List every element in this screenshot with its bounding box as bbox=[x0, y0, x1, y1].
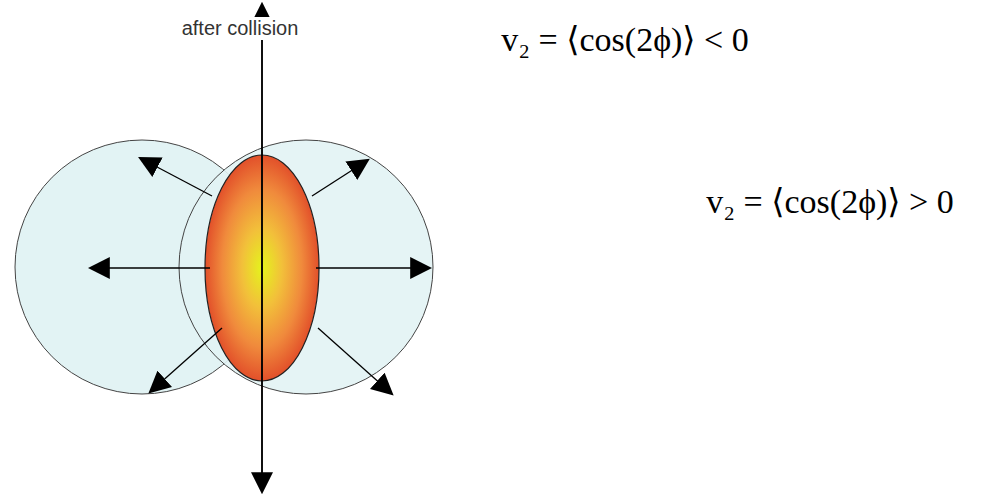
flow-arrows bbox=[90, 158, 430, 394]
formula-label: v₂ = ⟨cos(2ϕ)⟩ > 0 bbox=[703, 182, 957, 221]
nucleus-right bbox=[179, 140, 433, 394]
axis-down bbox=[261, 10, 263, 492]
formula-label: v₂ = ⟨cos(2ϕ)⟩ < 0 bbox=[498, 20, 752, 59]
caption-text: after collision bbox=[179, 17, 302, 40]
